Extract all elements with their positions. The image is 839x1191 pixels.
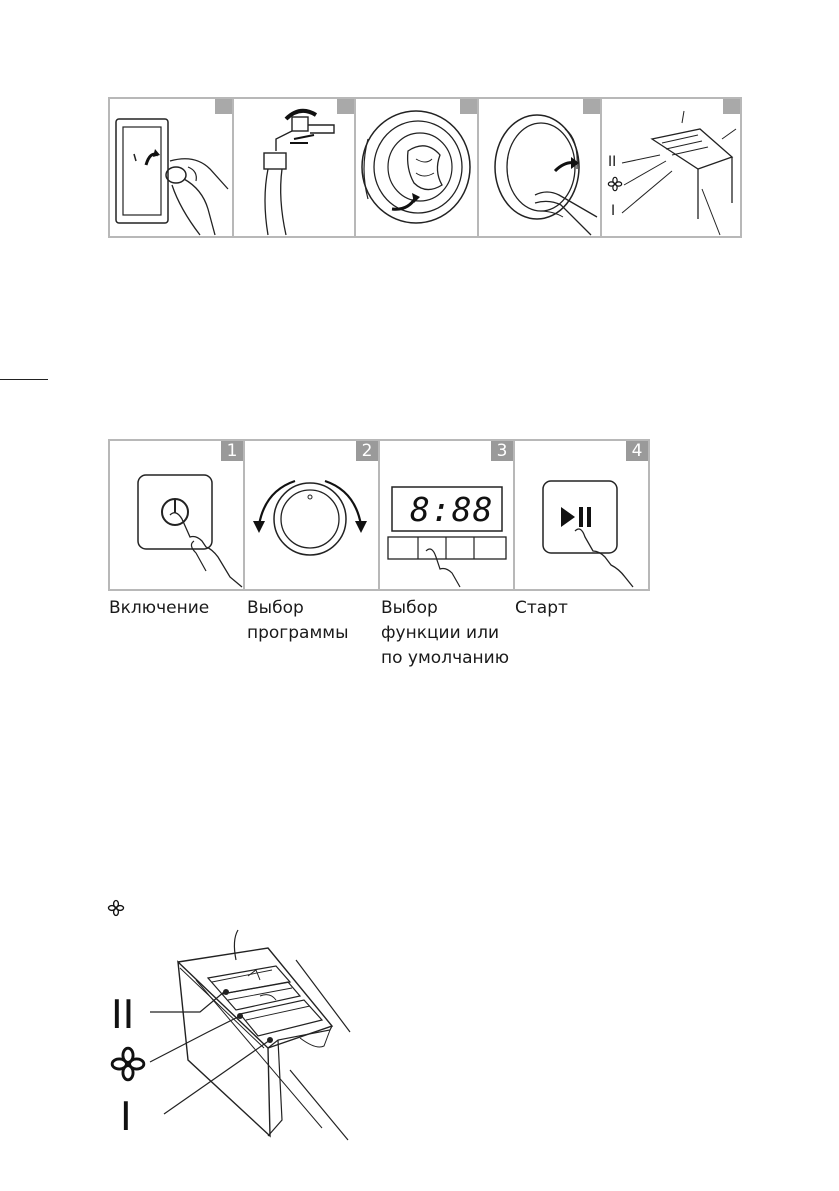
compartment-label-ii: II <box>608 154 617 170</box>
step-start-panel: 4 <box>513 439 650 591</box>
flower-softener-icon <box>607 176 623 192</box>
load-laundry-illustration <box>361 110 471 224</box>
compartment-label-i: I <box>611 203 616 219</box>
panel-corner <box>583 99 600 114</box>
step-number: 2 <box>356 441 378 461</box>
close-door-illustration <box>494 114 598 236</box>
step-number: 4 <box>626 441 648 461</box>
panel-corner <box>215 99 232 114</box>
step-number: 3 <box>491 441 513 461</box>
step-program-panel: 2 <box>243 439 380 591</box>
installation-illustrations: II I <box>108 97 742 238</box>
start-pause-button-illustration <box>542 480 634 588</box>
panel-corner <box>723 99 740 114</box>
flower-softener-icon <box>107 899 125 917</box>
close-door-panel <box>477 97 602 238</box>
operation-steps: 1 2 3 8:88 <box>108 439 650 591</box>
step-caption-start: Старт <box>515 598 568 618</box>
step-function-panel: 3 8:88 <box>378 439 515 591</box>
plug-in-panel <box>108 97 234 238</box>
program-dial-illustration <box>253 479 367 556</box>
panel-corner <box>337 99 354 114</box>
drawer-label-ii: II <box>111 990 135 1037</box>
drawer-label-i: I <box>120 1092 132 1139</box>
digital-display: 8:88 <box>410 490 494 529</box>
step-number: 1 <box>221 441 243 461</box>
play-icon <box>561 507 575 527</box>
water-tap-illustration <box>263 108 335 236</box>
detergent-drawer-diagram <box>149 929 351 1141</box>
panel-corner <box>460 99 477 114</box>
load-laundry-panel <box>354 97 479 238</box>
step-caption-power: Включение <box>109 598 210 618</box>
display-panel-illustration <box>387 486 507 588</box>
flower-softener-icon <box>109 1045 147 1083</box>
detergent-drawer-panel: II I <box>600 97 742 238</box>
detergent-drawer-illustration <box>621 110 737 236</box>
step-power-panel: 1 <box>108 439 245 591</box>
water-tap-panel <box>232 97 356 238</box>
margin-rule <box>0 379 48 380</box>
power-button-illustration <box>137 474 243 588</box>
plug-in-illustration <box>115 118 229 236</box>
step-caption-program: Выбор программы <box>247 598 349 643</box>
step-caption-function: Выбор функции или по умолчанию <box>381 598 510 668</box>
